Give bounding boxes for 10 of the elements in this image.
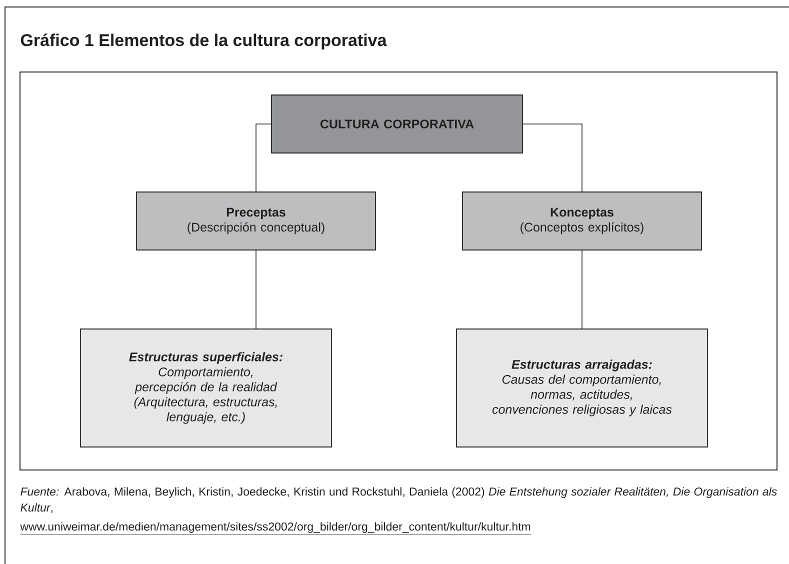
- category-box: Konceptas (Conceptos explícitos): [462, 192, 702, 250]
- figure-title: Gráfico 1 Elementos de la cultura corporativa: [20, 34, 387, 50]
- source-note: Fuente: Arabova, Milena, Beylich, Kristin, Joedecke, Kristin und Rockstuhl, Daniela (2002) Die Entstehung sozialer Realitäten, Die Organisation als Kultur,: [20, 487, 777, 513]
- connector-line: [256, 124, 272, 192]
- category-box: Preceptas (Descripción conceptual): [136, 192, 376, 250]
- description-box: Estructuras superficiales: Comportamiento, percepción de la realidad (Arquitectura, estructuras, lenguaje, etc.): [80, 328, 332, 448]
- source-link: www.uniweimar.de/medien/management/sites/ss2002/org_bilder/org_bilder_content/kultur/kultur.htm: [20, 522, 532, 534]
- description-box: Estructuras arraigadas: Causas del comportamiento, normas, actitudes, convenciones religiosas y laicas: [456, 328, 708, 448]
- title-box: CULTURA CORPORATIVA: [271, 94, 523, 154]
- connector-line: [522, 124, 582, 192]
